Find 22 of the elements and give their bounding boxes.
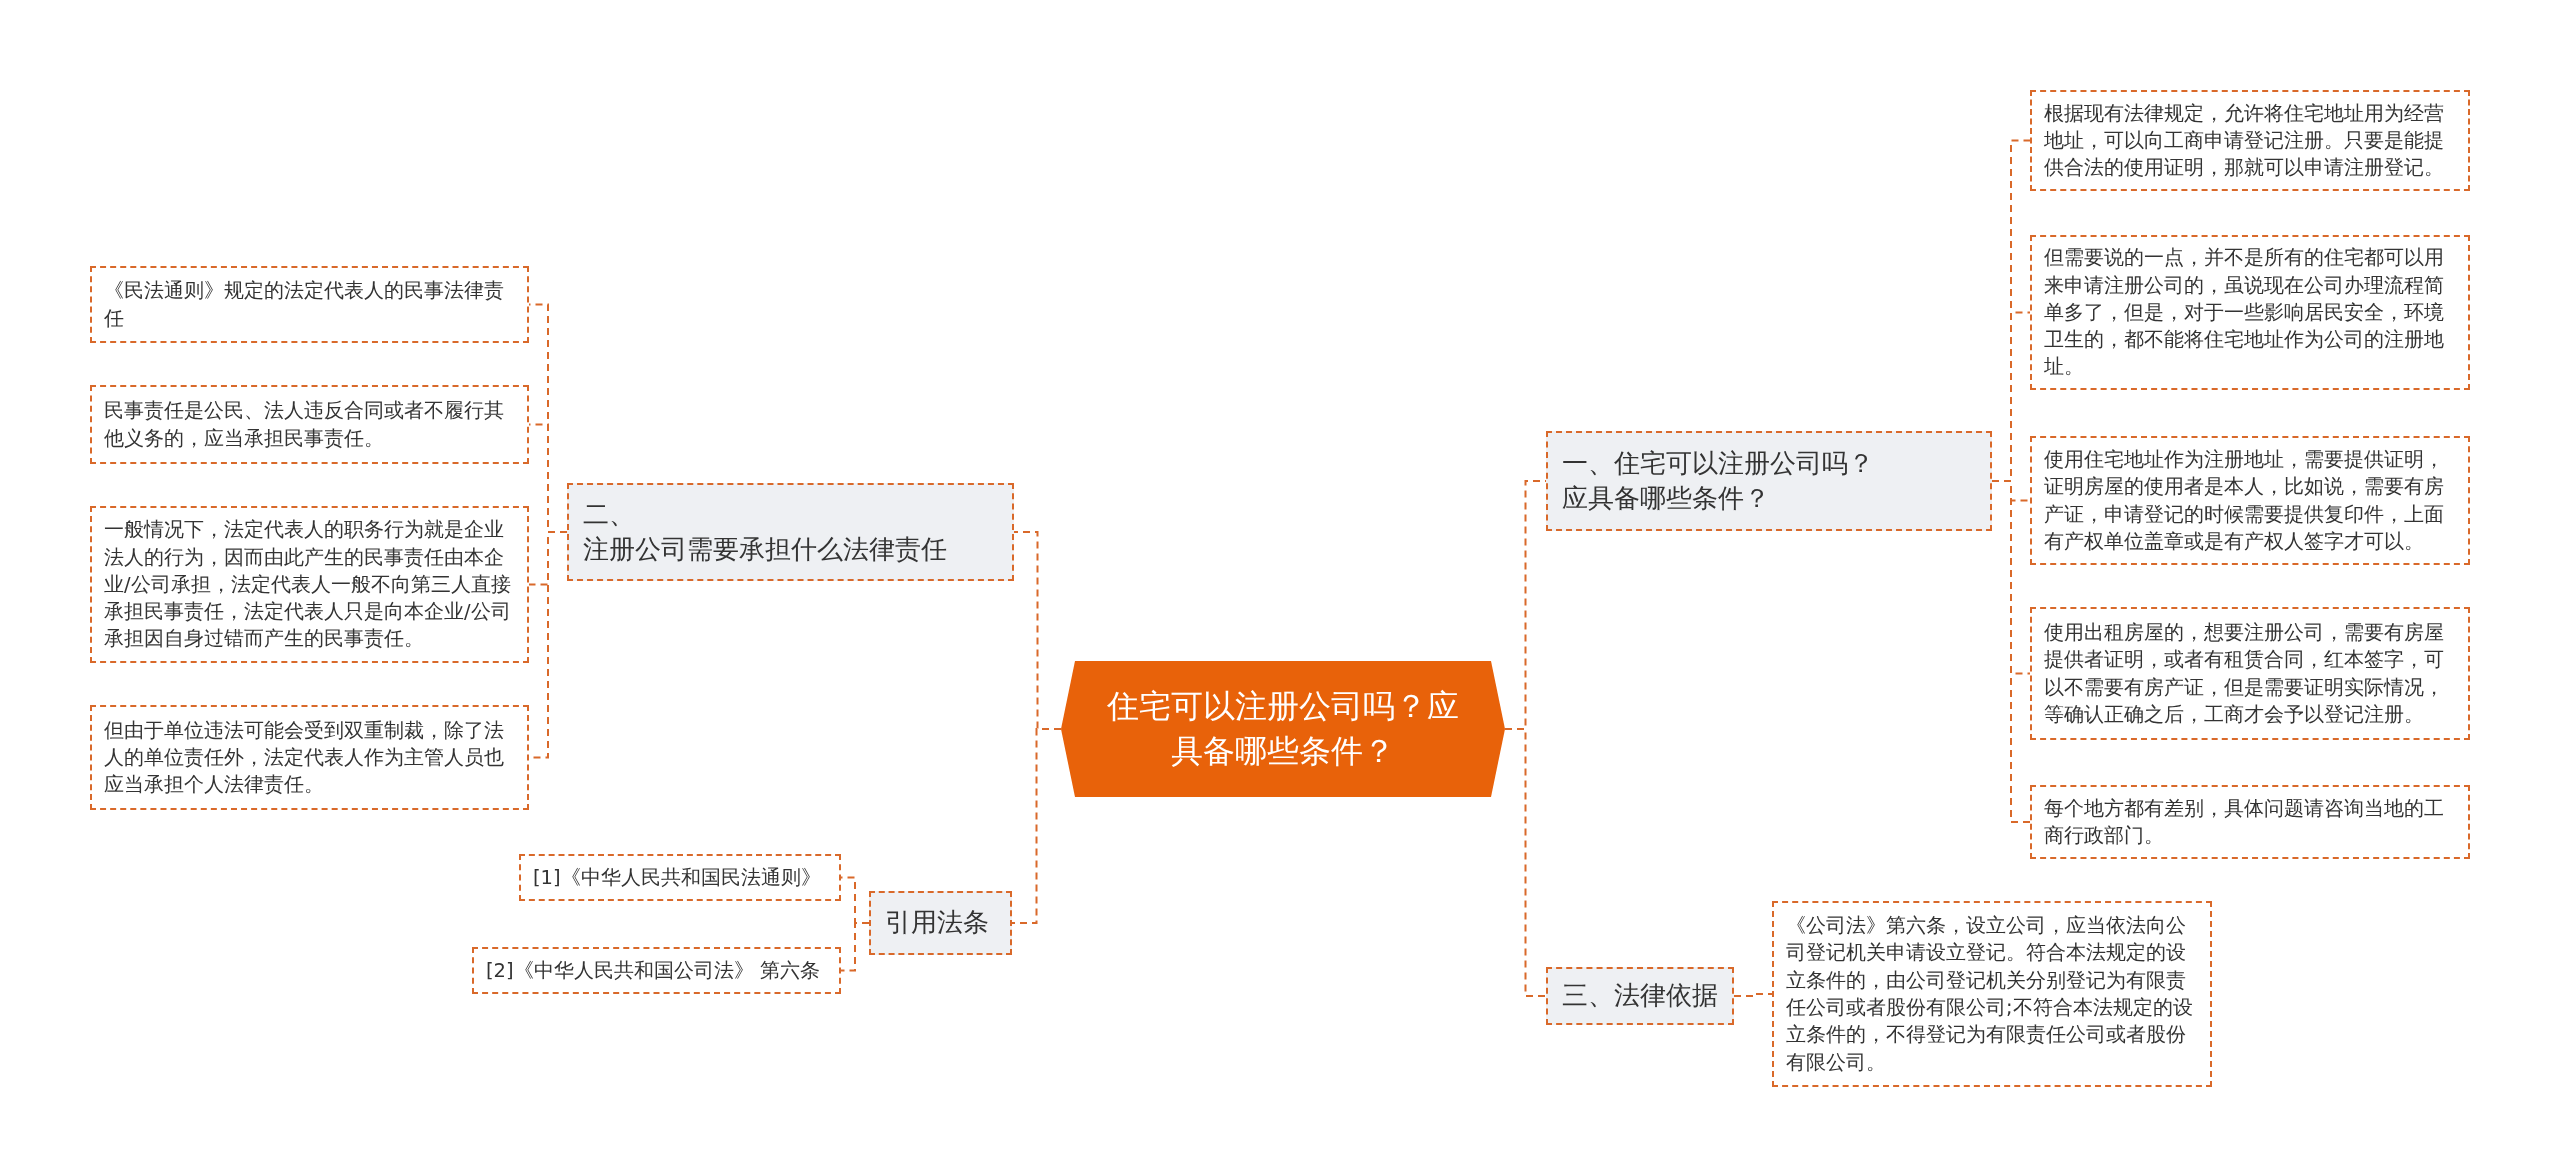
note-card: 但需要说的一点，并不是所有的住宅都可以用来申请注册公司的，虽说现在公司办理流程简单多了，但是，对于一些影响居民安全，环境卫生的，都不能将住宅地址作为公司的注册地址。 <box>2030 235 2470 390</box>
note-card: 每个地方都有差别，具体问题请咨询当地的工商行政部门。 <box>2030 785 2470 859</box>
branch-topic: 二、注册公司需要承担什么法律责任 <box>567 483 1014 581</box>
note-card: 《民法通则》规定的法定代表人的民事法律责任 <box>90 266 529 343</box>
connector <box>1504 728 1547 997</box>
connector <box>840 922 870 972</box>
branch-topic: 引用法条 <box>869 891 1012 955</box>
note-card: 《公司法》第六条，设立公司，应当依法向公司登记机关申请设立登记。符合本法规定的设立条件的，由公司登记机关分别登记为有限责任公司或者股份有限公司;不符合本法规定的设立条件的，不得登记为有限责任公司或者股份有限公司。 <box>1772 901 2212 1087</box>
note-card: 但由于单位违法可能会受到双重制裁，除了法人的单位责任外，法定代表人作为主管人员也应当承担个人法律责任。 <box>90 705 529 810</box>
branch-topic: 一、住宅可以注册公司吗？应具备哪些条件？ <box>1546 431 1992 531</box>
connector <box>1011 728 1062 924</box>
note-card: 一般情况下，法定代表人的职务行为就是企业法人的行为，因而由此产生的民事责任由本企业/公司承担，法定代表人一般不向第三人直接承担民事责任，法定代表人只是向本企业/公司承担因自身过错而产生的民事责任。 <box>90 506 529 663</box>
branch-topic: 三、法律依据 <box>1546 967 1734 1025</box>
central-topic: 住宅可以注册公司吗？应具备哪些条件？ <box>1061 661 1505 797</box>
note-card: 使用住宅地址作为注册地址，需要提供证明，证明房屋的使用者是本人，比如说，需要有房产证，申请登记的时候需要提供复印件，上面有产权单位盖章或是有产权人签字才可以。 <box>2030 436 2470 565</box>
note-card: 使用出租房屋的，想要注册公司，需要有房屋提供者证明，或者有租赁合同，红本签字，可以不需要有房产证，但是需要证明实际情况，等确认正确之后，工商才会予以登记注册。 <box>2030 607 2470 740</box>
connector <box>1991 480 2031 823</box>
note-card: 根据现有法律规定，允许将住宅地址用为经营地址，可以向工商申请登记注册。只要是能提供合法的使用证明，那就可以申请注册登记。 <box>2030 90 2470 191</box>
note-card: [1]《中华人民共和国民法通则》 <box>519 854 841 901</box>
note-card: 民事责任是公民、法人违反合同或者不履行其他义务的，应当承担民事责任。 <box>90 385 529 464</box>
connector <box>1733 993 1773 997</box>
note-card: [2]《中华人民共和国公司法》 第六条 <box>472 947 841 994</box>
